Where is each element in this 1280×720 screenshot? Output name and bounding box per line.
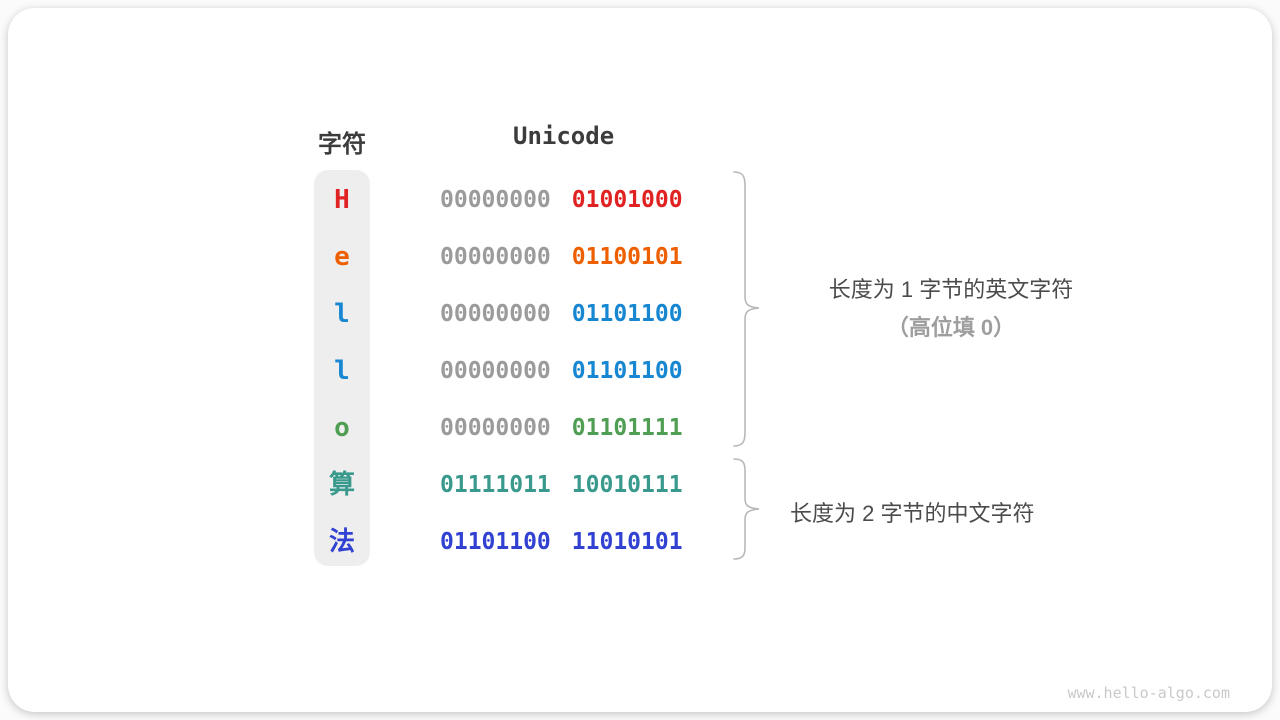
table-row: 法 01101100 11010101 [314,524,683,560]
brace-chinese-group [733,458,760,560]
site-watermark: www.hello-algo.com [1067,684,1230,702]
column-header-char: 字符 [318,131,366,158]
table-row: 算 01111011 10010111 [314,467,683,503]
annotation-line: 长度为 1 字节的英文字符 [828,277,1074,302]
unicode-low-byte: 01001000 [571,187,683,213]
annotation-subline: （高位填 0） [886,315,1016,340]
unicode-low-byte: 11010101 [571,529,683,555]
unicode-high-byte: 01101100 [440,529,551,555]
char-cell: 算 [328,470,355,500]
annotation-line: 长度为 2 字节的中文字符 [790,501,1035,526]
unicode-low-byte: 10010111 [571,472,683,498]
char-cell: l [334,299,350,329]
unicode-low-byte: 01101111 [571,415,683,441]
table-row: l 00000000 01101100 [314,296,683,332]
table-row: l 00000000 01101100 [314,353,683,389]
char-cell: e [334,242,350,272]
unicode-low-byte: 01100101 [571,244,683,270]
unicode-high-byte: 00000000 [440,415,551,441]
unicode-high-byte: 00000000 [440,301,551,327]
diagram-card: 字符 Unicode H 00000000 01001000 e 0000000… [8,8,1272,712]
table-row: e 00000000 01100101 [314,239,683,275]
char-cell: 法 [328,527,355,557]
table-row: o 00000000 01101111 [314,410,683,446]
char-cell: H [334,185,350,215]
char-cell: o [334,413,350,443]
unicode-low-byte: 01101100 [571,301,683,327]
unicode-low-byte: 01101100 [571,358,683,384]
unicode-high-byte: 00000000 [440,244,551,270]
brace-english-group [733,171,760,447]
column-header-unicode: Unicode [513,122,615,150]
unicode-high-byte: 00000000 [440,358,551,384]
annotation-english-chars: 长度为 1 字节的英文字符 （高位填 0） [794,271,1108,347]
unicode-high-byte: 00000000 [440,187,551,213]
char-cell: l [334,356,350,386]
annotation-chinese-chars: 长度为 2 字节的中文字符 [790,495,1034,533]
table-row: H 00000000 01001000 [314,182,683,218]
unicode-high-byte: 01111011 [440,472,551,498]
char-column-background [314,170,370,566]
